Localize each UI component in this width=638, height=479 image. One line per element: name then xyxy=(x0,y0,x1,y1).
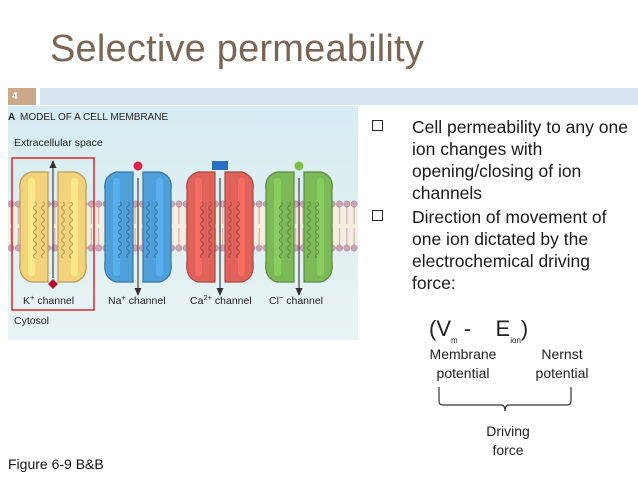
bullet-list: Cell permeability to any one ion changes… xyxy=(372,116,632,296)
lipid-head xyxy=(8,244,15,252)
driving-force-brace xyxy=(438,387,572,412)
lipid-head xyxy=(95,244,103,252)
driving-label-line1: Driving xyxy=(486,423,530,439)
helix-line xyxy=(286,201,292,259)
channel-highlight xyxy=(113,178,120,276)
membrane-label-line1: Membrane xyxy=(429,346,497,362)
eq-sub-ion: ion xyxy=(510,336,521,346)
channel-highlight xyxy=(274,178,281,276)
lipid-head xyxy=(343,244,351,252)
ion-channel-k: K+ channel xyxy=(11,157,95,311)
channel-label: K+ channel xyxy=(23,293,74,307)
ion-circle-icon xyxy=(294,161,304,171)
lipid-head xyxy=(255,244,263,252)
slide-number: 4 xyxy=(8,88,36,105)
bullet-text: Direction of movement of one ion dictate… xyxy=(412,207,607,293)
eq-open-vm: (V xyxy=(429,316,451,341)
helix-line xyxy=(117,201,123,259)
figure-caption: Figure 6-9 B&B xyxy=(8,456,104,472)
channel-highlight xyxy=(28,178,35,276)
bullet-square-icon xyxy=(372,210,383,221)
helix-line xyxy=(153,201,159,259)
bullet-item: Direction of movement of one ion dictate… xyxy=(372,206,632,294)
helix-line xyxy=(145,201,151,259)
extracellular-label: Extracellular space xyxy=(14,137,103,149)
cytosol-label: Cytosol xyxy=(14,315,49,327)
lipid-head xyxy=(8,200,15,208)
lipid-head xyxy=(175,244,183,252)
bullet-item: Cell permeability to any one ion changes… xyxy=(372,116,632,204)
membrane-potential-label: Membrane potential xyxy=(418,345,508,383)
ion-circle-icon xyxy=(133,161,143,171)
ion-channel-ca: Ca2+ channel xyxy=(186,161,254,307)
title-rule xyxy=(40,88,638,105)
driving-force-label: Driving force xyxy=(468,422,548,460)
nernst-label-line2: potential xyxy=(535,365,589,381)
ion-channel-cl: Cl− channel xyxy=(265,161,333,307)
helix-line xyxy=(125,201,131,259)
helix-line xyxy=(32,201,38,259)
cell-membrane-figure: K+ channel Na+ channel Ca2+ channel Cl− cha… xyxy=(8,106,358,340)
ion-channel-na: Na+ channel xyxy=(104,161,172,307)
helix-line xyxy=(278,201,284,259)
helix-line xyxy=(235,201,241,259)
lipid-head xyxy=(336,244,343,252)
ion-flow-arrowhead xyxy=(216,288,224,296)
lipid-head xyxy=(175,200,183,208)
ion-flow-arrowhead xyxy=(49,160,57,168)
helix-line xyxy=(227,201,233,259)
helix-line xyxy=(207,201,213,259)
ion-diamond-icon xyxy=(48,279,58,289)
figure-panel-letter: A xyxy=(8,112,15,123)
channel-highlight xyxy=(195,178,202,276)
slide-title: Selective permeability xyxy=(50,28,425,70)
helix-line xyxy=(314,201,320,259)
ion-flow-arrowhead xyxy=(295,288,303,296)
highlight-box xyxy=(11,157,95,311)
eq-sub-m: m xyxy=(451,336,458,346)
helix-line xyxy=(199,201,205,259)
figure-heading: MODEL OF A CELL MEMBRANE xyxy=(20,112,169,123)
helix-line xyxy=(68,201,74,259)
nernst-label-line1: Nernst xyxy=(541,346,583,362)
membrane-label-line2: potential xyxy=(436,365,490,381)
bullet-square-icon xyxy=(372,120,383,131)
helix-line xyxy=(306,201,312,259)
lipid-head xyxy=(255,200,263,208)
lipid-head xyxy=(343,200,351,208)
driving-force-equation: (Vm - Eion) xyxy=(429,316,529,346)
lipid-head xyxy=(95,200,103,208)
helix-line xyxy=(60,201,66,259)
ion-flow-arrowhead xyxy=(134,288,142,296)
channel-label: Ca2+ channel xyxy=(190,293,252,307)
eq-close: ) xyxy=(520,316,529,341)
helix-line xyxy=(40,201,46,259)
nernst-potential-label: Nernst potential xyxy=(523,345,601,383)
lipid-head xyxy=(350,200,358,208)
ion-rect-icon xyxy=(212,161,228,170)
channel-label: Na+ channel xyxy=(108,293,166,307)
bullet-text: Cell permeability to any one ion changes… xyxy=(412,117,628,203)
lipid-head xyxy=(336,200,343,208)
lipid-head xyxy=(350,244,358,252)
driving-label-line2: force xyxy=(492,442,524,458)
eq-minus-e: - E xyxy=(457,316,511,341)
channel-group: K+ channel Na+ channel Ca2+ channel Cl− cha… xyxy=(11,157,333,311)
channel-label: Cl− channel xyxy=(269,293,323,307)
